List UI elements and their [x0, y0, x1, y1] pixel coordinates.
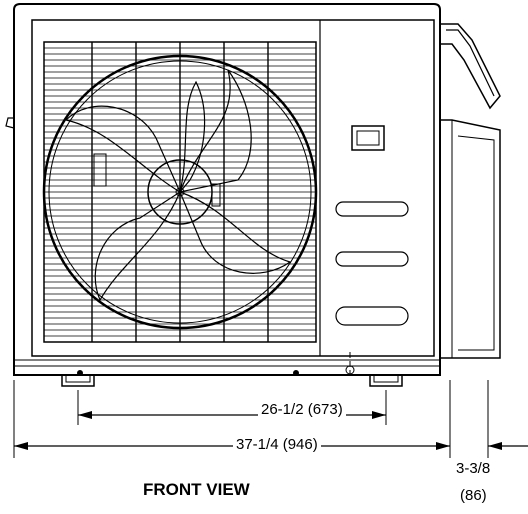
screws: [77, 370, 299, 376]
outer-width-dimension: 37-1/4 (946): [233, 436, 321, 453]
fan-grille: [42, 41, 318, 343]
mounting-feet: [61, 375, 403, 387]
side-depth-dimension-mm: (86): [460, 487, 487, 504]
inner-width-dimension: 26-1/2 (673): [258, 401, 346, 418]
side-depth-dimension-inches: 3-3/8: [456, 460, 491, 477]
side-piping-cover: [440, 23, 501, 359]
fan-blades: [64, 69, 292, 302]
dimension-lines: [13, 380, 528, 458]
view-title: FRONT VIEW: [143, 480, 250, 499]
service-panel: [335, 125, 409, 376]
cabinet: [5, 3, 441, 376]
